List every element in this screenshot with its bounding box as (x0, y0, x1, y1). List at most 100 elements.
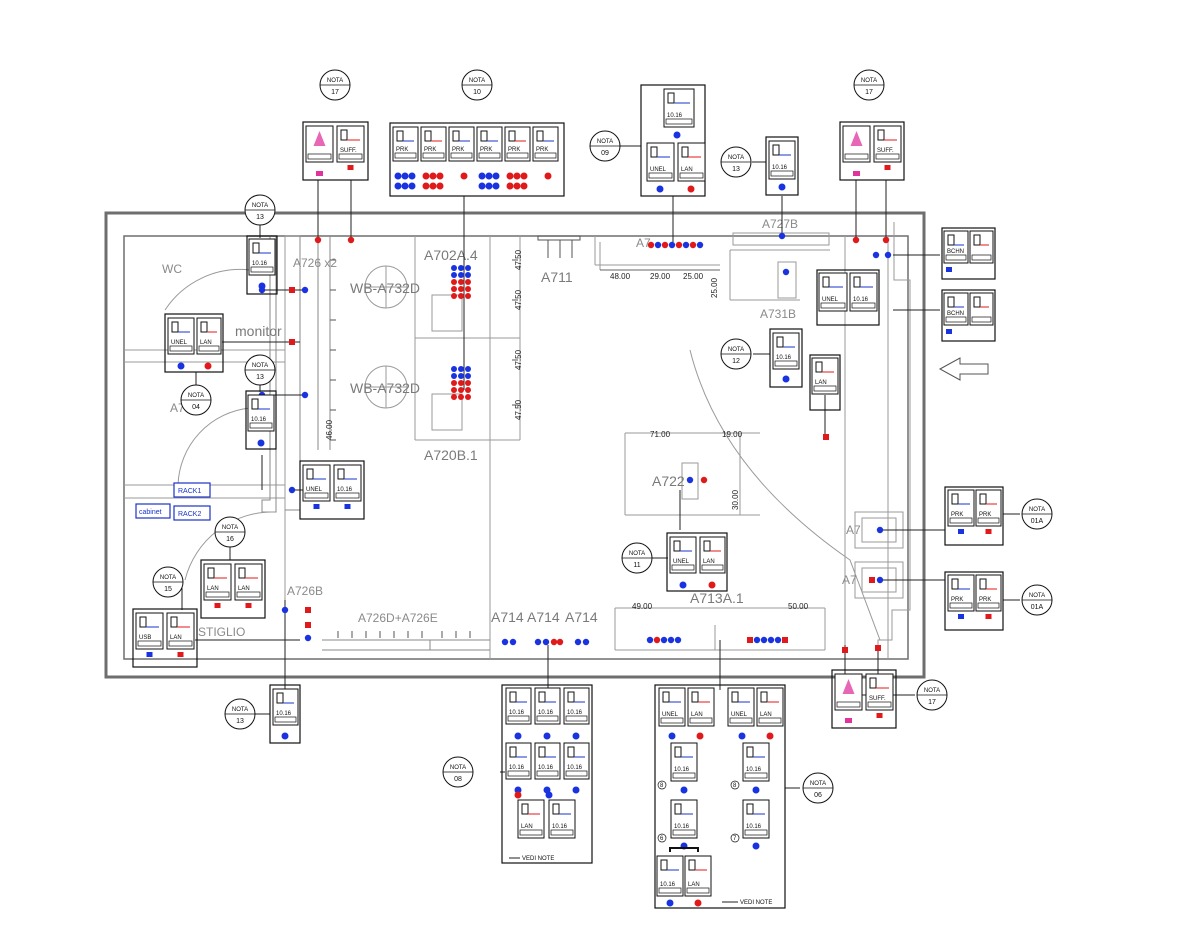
panel-cell-unel: PRK (392, 126, 419, 162)
outlet-dot (288, 486, 296, 494)
panel-cell-lan: LAN (234, 563, 263, 608)
panel-cell-unel: PRK (947, 489, 975, 534)
svg-text:UNEL: UNEL (650, 167, 667, 173)
outlet-dot (257, 439, 265, 447)
panel-cell-unel: 10.16 (248, 238, 276, 276)
note-number: 12 (732, 358, 740, 365)
outlet-dot (506, 182, 514, 190)
outlet-dot (506, 172, 514, 180)
panel-frame (389, 122, 565, 197)
svg-text:10.16: 10.16 (660, 882, 676, 888)
outlet-dot (451, 265, 457, 271)
svg-text:10.16: 10.16 (337, 487, 353, 493)
svg-text:PRK: PRK (396, 147, 408, 153)
svg-text:SUFF.: SUFF. (340, 148, 357, 154)
vedi-note-captions: VEDI NOTE VEDI NOTE (509, 856, 772, 906)
outlet-dot (436, 172, 444, 180)
panel-cell-unel: 10.16 (670, 799, 698, 839)
outlet-dot (653, 636, 661, 644)
outlet-dot (514, 732, 522, 740)
outlet-dot (465, 373, 471, 379)
svg-text:10.16: 10.16 (276, 711, 292, 717)
room-a727b: A727B (762, 217, 798, 231)
outlet-dot (514, 791, 522, 799)
panel-cell-unel: 10.16 (768, 140, 796, 180)
outlet-dot (572, 732, 580, 740)
outlet-dot (478, 172, 486, 180)
panel-frame (302, 121, 369, 181)
outlet-dot (301, 391, 309, 399)
outlet-square (289, 339, 295, 345)
outlet-dot (458, 293, 464, 299)
panel-cell-lan: LAN (166, 612, 195, 657)
outlet-square (823, 434, 829, 440)
svg-text:USB: USB (139, 635, 151, 641)
outlet-dot (460, 172, 468, 180)
outlet-dot (882, 236, 890, 244)
svg-text:10.16: 10.16 (251, 417, 267, 423)
outlet-dot (429, 182, 437, 190)
panel-cell-lan: PRK (975, 574, 1002, 619)
svg-text:10.16: 10.16 (552, 824, 568, 830)
note-number: 11 (633, 562, 640, 569)
note-number: 13 (256, 374, 264, 381)
outlet-dot (485, 182, 493, 190)
svg-text:LAN: LAN (760, 712, 772, 718)
outlet-dot (401, 172, 409, 180)
ceiling-fixtures (364, 265, 408, 409)
outlet-dot (572, 786, 580, 794)
panel-cell-unel: USB (135, 612, 164, 657)
panel-frame (944, 486, 1004, 546)
panel-cell-unel: UNEL (646, 142, 675, 182)
room-ripostiglio: STIGLIO (198, 625, 245, 639)
panel-cell-lan: LAN (196, 317, 222, 355)
outlet-dot (465, 286, 471, 292)
svg-text:10.16: 10.16 (746, 767, 762, 773)
dimension-labels: 48.00 29.00 25.00 25.00 47.50 47.50 47.5… (325, 249, 809, 611)
panel-frame (245, 390, 277, 450)
panel-cell-unel: BCHN (943, 230, 969, 264)
note-label: NOTA (450, 765, 466, 771)
note-number: 06 (814, 792, 822, 799)
svg-text:PRK: PRK (979, 512, 991, 518)
outlet-dot (534, 638, 542, 646)
note-label: NOTA (810, 781, 826, 787)
svg-text:PRK: PRK (951, 512, 963, 518)
room-a726de: A726D+A726E (358, 611, 438, 625)
panel-cell-unel: UNEL (302, 464, 331, 509)
outlet-dot (654, 241, 662, 249)
panel-cell-lan: PRK (420, 126, 447, 162)
note-number: 17 (865, 89, 873, 96)
outlet-dot (696, 732, 704, 740)
outlet-dot (509, 638, 517, 646)
outlet-dot (778, 232, 786, 240)
outlet-dot (347, 236, 355, 244)
outlet-dot (465, 394, 471, 400)
room-wb-a732d-2: WB-A732D (350, 380, 420, 396)
outlet-dot (774, 636, 782, 644)
outlet-dot (514, 786, 522, 794)
note-label: NOTA (232, 707, 248, 713)
note-number: 16 (226, 536, 234, 543)
panel-cell-unel: UNEL (658, 687, 686, 727)
svg-text:LAN: LAN (688, 882, 700, 888)
room-wc: WC (162, 262, 182, 276)
outlet-dot (666, 899, 674, 907)
outlet-dot (451, 272, 457, 278)
outlet-dot (686, 476, 694, 484)
entry-arrow (938, 357, 989, 381)
panel-frame (164, 313, 224, 373)
outlet-dot (852, 236, 860, 244)
outlet-dot (661, 241, 669, 249)
outlet-dot (408, 172, 416, 180)
outlet-dot (465, 279, 471, 285)
outlet-square (747, 637, 753, 643)
outlet-dot (876, 526, 884, 534)
outlet-dot (465, 387, 471, 393)
outlet-dot (258, 282, 266, 290)
